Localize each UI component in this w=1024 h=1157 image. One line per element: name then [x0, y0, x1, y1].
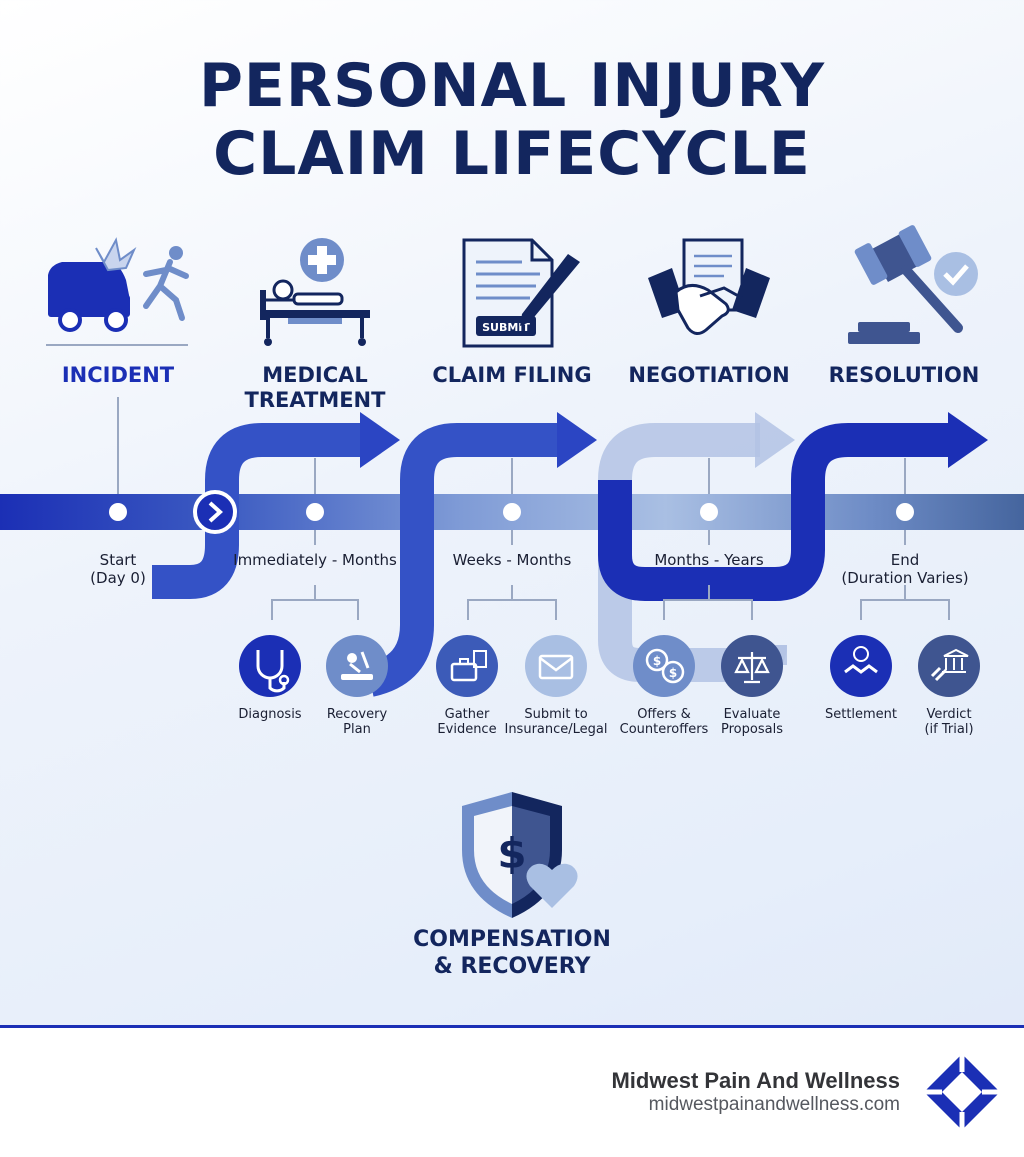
stage-node-incident: [109, 503, 127, 521]
stage-title-incident: INCIDENT: [61, 363, 175, 387]
flow-arrow-filing: [598, 423, 950, 601]
stage-title-medical: MEDICAL TREATMENT: [244, 363, 386, 412]
compensation-title: COMPENSATION & RECOVERY: [413, 927, 611, 979]
svg-text:$: $: [653, 654, 661, 668]
stethoscope-icon: [239, 635, 301, 697]
car-crash-icon: [46, 237, 189, 346]
substep-label-recovery-plan: Recovery Plan: [326, 707, 388, 737]
brand-diamond-icon: [924, 1054, 1000, 1130]
envelope-icon: [525, 635, 587, 697]
gavel-courthouse-icon: [918, 635, 980, 697]
svg-text:$: $: [669, 666, 677, 680]
timeline-graphic: $ $: [0, 225, 1024, 918]
time-label-negotiation: Months - Years: [654, 551, 764, 569]
shield-dollar-heart-icon: $: [462, 792, 578, 918]
time-label-resolution: End (Duration Varies): [841, 551, 969, 587]
handshake-check-icon: [830, 635, 892, 697]
stage-node-resolution: [896, 503, 914, 521]
time-label-medical: Immediately - Months: [233, 551, 397, 569]
brand-url: midwestpainandwellness.com: [648, 1094, 900, 1115]
page-title: PERSONAL INJURY CLAIM LIFECYCLE: [0, 52, 1024, 188]
title-line-2: CLAIM LIFECYCLE: [213, 119, 811, 189]
footer: Midwest Pain And Wellness midwestpainand…: [0, 1025, 1024, 1157]
svg-text:$: $: [497, 829, 526, 878]
flow-arrow-incident: [152, 423, 365, 599]
submit-badge-text: SUBMIT: [482, 321, 530, 334]
stage-title-filing: CLAIM FILING: [432, 363, 592, 387]
substep-brackets: [271, 585, 950, 620]
briefcase-documents-icon: [436, 635, 498, 697]
time-label-filing: Weeks - Months: [452, 551, 572, 569]
substep-label-verdict: Verdict (if Trial): [924, 707, 974, 737]
flow-arrow-medical: [365, 423, 560, 697]
stage-nodes: [109, 490, 914, 534]
handshake-icon: [648, 238, 770, 335]
title-line-1: PERSONAL INJURY: [198, 51, 826, 121]
stage-node-medical: [306, 503, 324, 521]
substep-label-settlement: Settlement: [824, 707, 898, 722]
document-submit-icon: SUBMIT: [462, 238, 580, 348]
stage-title-resolution: RESOLUTION: [828, 363, 980, 387]
substep-label-submit: Submit to Insurance/Legal: [504, 707, 608, 737]
therapy-icon: [326, 635, 388, 697]
substep-circles: $ $: [239, 635, 980, 697]
stage-title-negotiation: NEGOTIATION: [628, 363, 790, 387]
substep-label-gather-evidence: Gather Evidence: [437, 707, 497, 737]
substep-label-offers: Offers & Counteroffers: [619, 707, 709, 737]
hospital-bed-icon: [260, 238, 370, 346]
brand-name: Midwest Pain And Wellness: [611, 1068, 900, 1093]
substep-label-evaluate: Evaluate Proposals: [721, 707, 783, 737]
gavel-check-icon: [848, 225, 978, 344]
stage-node-negotiation: [700, 503, 718, 521]
play-marker-icon: [193, 490, 237, 534]
substep-label-diagnosis: Diagnosis: [238, 707, 302, 722]
time-label-incident: Start (Day 0): [90, 551, 146, 587]
stage-node-filing: [503, 503, 521, 521]
